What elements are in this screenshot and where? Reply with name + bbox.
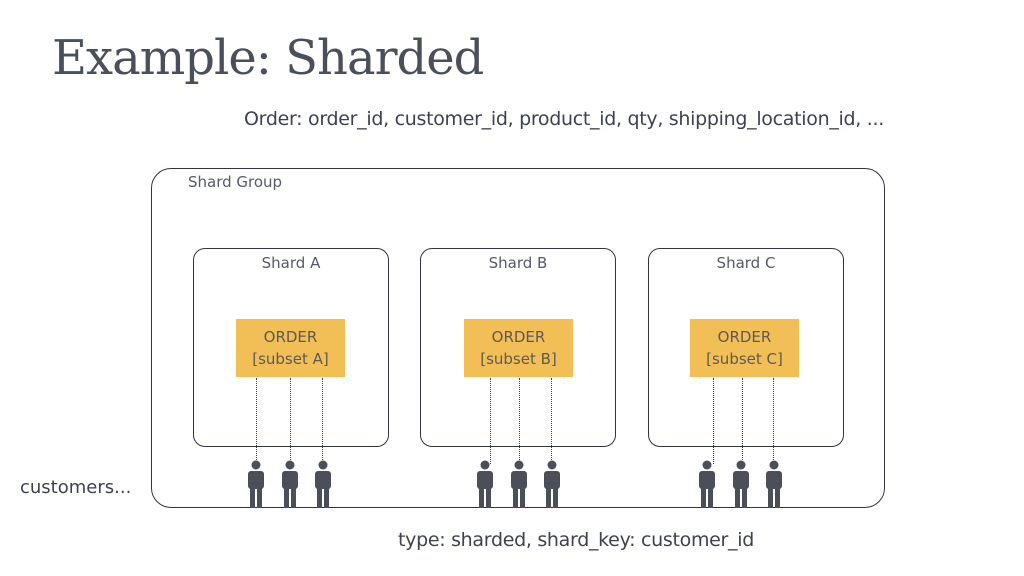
order-subset-b-title: ORDER (491, 328, 546, 346)
connector-line (322, 378, 323, 464)
connector-line (773, 378, 774, 464)
page-title: Example: Sharded (52, 30, 484, 86)
person-icon (477, 460, 493, 508)
order-subset-c-title: ORDER (717, 328, 772, 346)
person-icon (511, 460, 527, 508)
shard-c-box (648, 248, 844, 447)
order-subset-a-title: ORDER (263, 328, 318, 346)
person-icon (544, 460, 560, 508)
connector-line (519, 378, 520, 464)
connector-line (256, 378, 257, 464)
customers-label: customers... (20, 477, 132, 498)
order-subset-a-box: ORDER [subset A] (236, 319, 345, 377)
person-icon (733, 460, 749, 508)
shard-a-box (193, 248, 389, 447)
order-subset-b-subtitle: [subset B] (480, 350, 557, 368)
order-subset-b-box: ORDER [subset B] (464, 319, 573, 377)
order-subset-a-subtitle: [subset A] (252, 350, 329, 368)
order-subset-c-subtitle: [subset C] (706, 350, 783, 368)
person-icon (282, 460, 298, 508)
shard-b-box (420, 248, 616, 447)
connector-line (742, 378, 743, 464)
shard-config-text: type: sharded, shard_key: customer_id (398, 529, 754, 551)
order-schema-text: Order: order_id, customer_id, product_id… (244, 108, 884, 130)
shard-b-label: Shard B (488, 254, 548, 272)
person-icon (248, 460, 264, 508)
person-icon (315, 460, 331, 508)
connector-line (490, 378, 491, 464)
person-icon (766, 460, 782, 508)
connector-line (551, 378, 552, 464)
shard-a-label: Shard A (261, 254, 321, 272)
connector-line (290, 378, 291, 464)
shard-c-label: Shard C (716, 254, 776, 272)
order-subset-c-box: ORDER [subset C] (690, 319, 799, 377)
person-icon (699, 460, 715, 508)
shard-group-label: Shard Group (188, 173, 283, 191)
connector-line (713, 378, 714, 464)
